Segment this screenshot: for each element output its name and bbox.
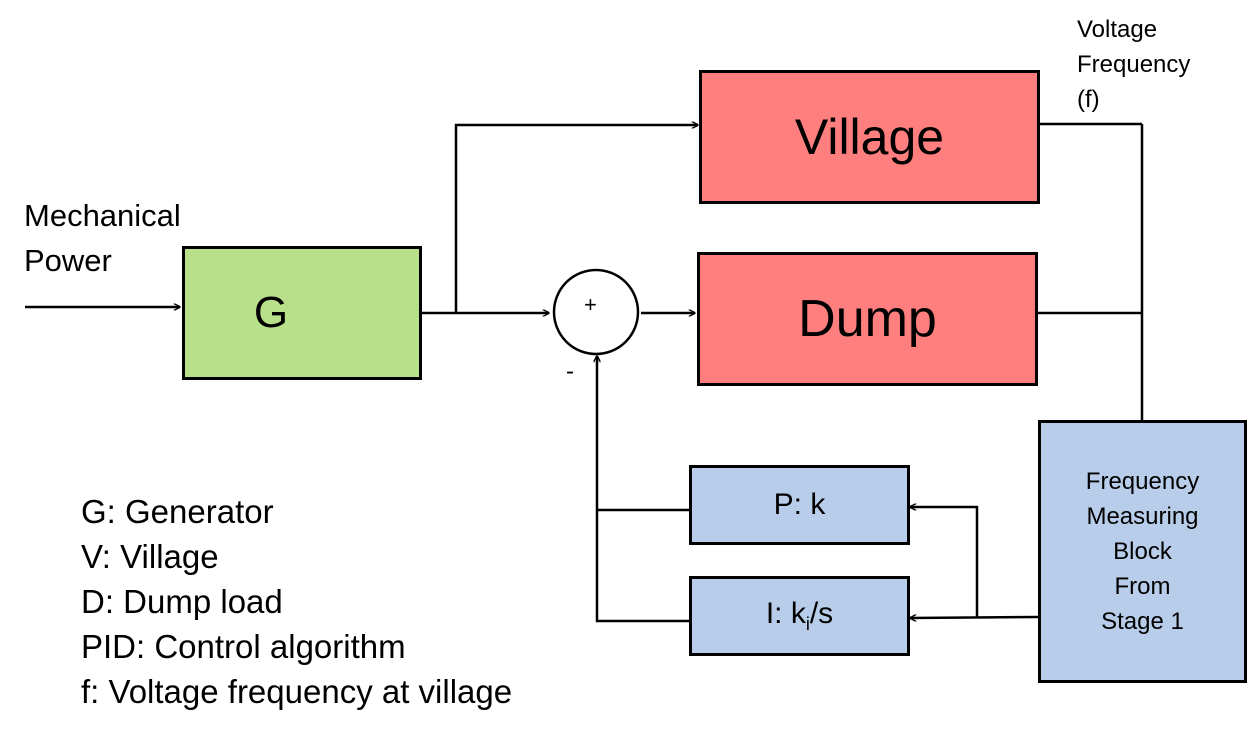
freq-line-4: From	[1114, 573, 1171, 600]
freq-to-p-wire	[910, 507, 979, 617]
dump-label: Dump	[798, 290, 937, 348]
legend-item: D: Dump load	[81, 583, 283, 620]
output-label: Voltage Frequency (f)	[1077, 12, 1190, 117]
integral-label-subscript: i	[805, 614, 810, 634]
village-block: Village	[699, 70, 1040, 204]
legend: G: Generator V: Village D: Dump load PID…	[81, 489, 512, 714]
branch-to-village-wire	[454, 125, 698, 313]
sum-minus-sign: -	[566, 358, 574, 385]
frequency-block-text: Frequency Measuring Block From Stage 1	[1086, 464, 1199, 639]
integral-label-suffix: /s	[809, 597, 834, 630]
summing-junction	[552, 268, 640, 356]
input-label: Mechanical Power	[24, 193, 181, 283]
integral-label-prefix: I: k	[765, 597, 806, 630]
legend-item: G: Generator	[81, 493, 274, 530]
freq-to-i-wire	[910, 617, 1041, 618]
legend-item: PID: Control algorithm	[81, 628, 406, 665]
input-label-line1: Mechanical	[24, 198, 181, 233]
freq-line-3: Block	[1113, 538, 1172, 565]
proportional-label: P: k	[773, 488, 826, 521]
legend-item: V: Village	[81, 538, 219, 575]
generator-block: G	[182, 246, 422, 380]
output-label-line3: (f)	[1077, 86, 1100, 113]
frequency-measuring-block: Frequency Measuring Block From Stage 1	[1038, 420, 1247, 683]
i-feedback-wire	[597, 356, 690, 623]
input-label-line2: Power	[24, 243, 112, 278]
village-label: Village	[794, 109, 945, 165]
integral-label: I: ki/s	[766, 597, 833, 635]
proportional-block: P: k	[689, 465, 910, 545]
freq-line-2: Measuring	[1086, 503, 1199, 530]
freq-line-5: Stage 1	[1101, 608, 1184, 635]
sum-plus-sign: +	[584, 292, 597, 317]
generator-label: G	[253, 288, 289, 337]
output-label-line2: Frequency	[1077, 51, 1191, 78]
integral-block: I: ki/s	[689, 576, 910, 656]
dump-block: Dump	[697, 252, 1038, 386]
legend-item: f: Voltage frequency at village	[81, 673, 513, 710]
freq-line-1: Frequency	[1085, 468, 1200, 495]
output-label-line1: Voltage	[1077, 16, 1158, 43]
